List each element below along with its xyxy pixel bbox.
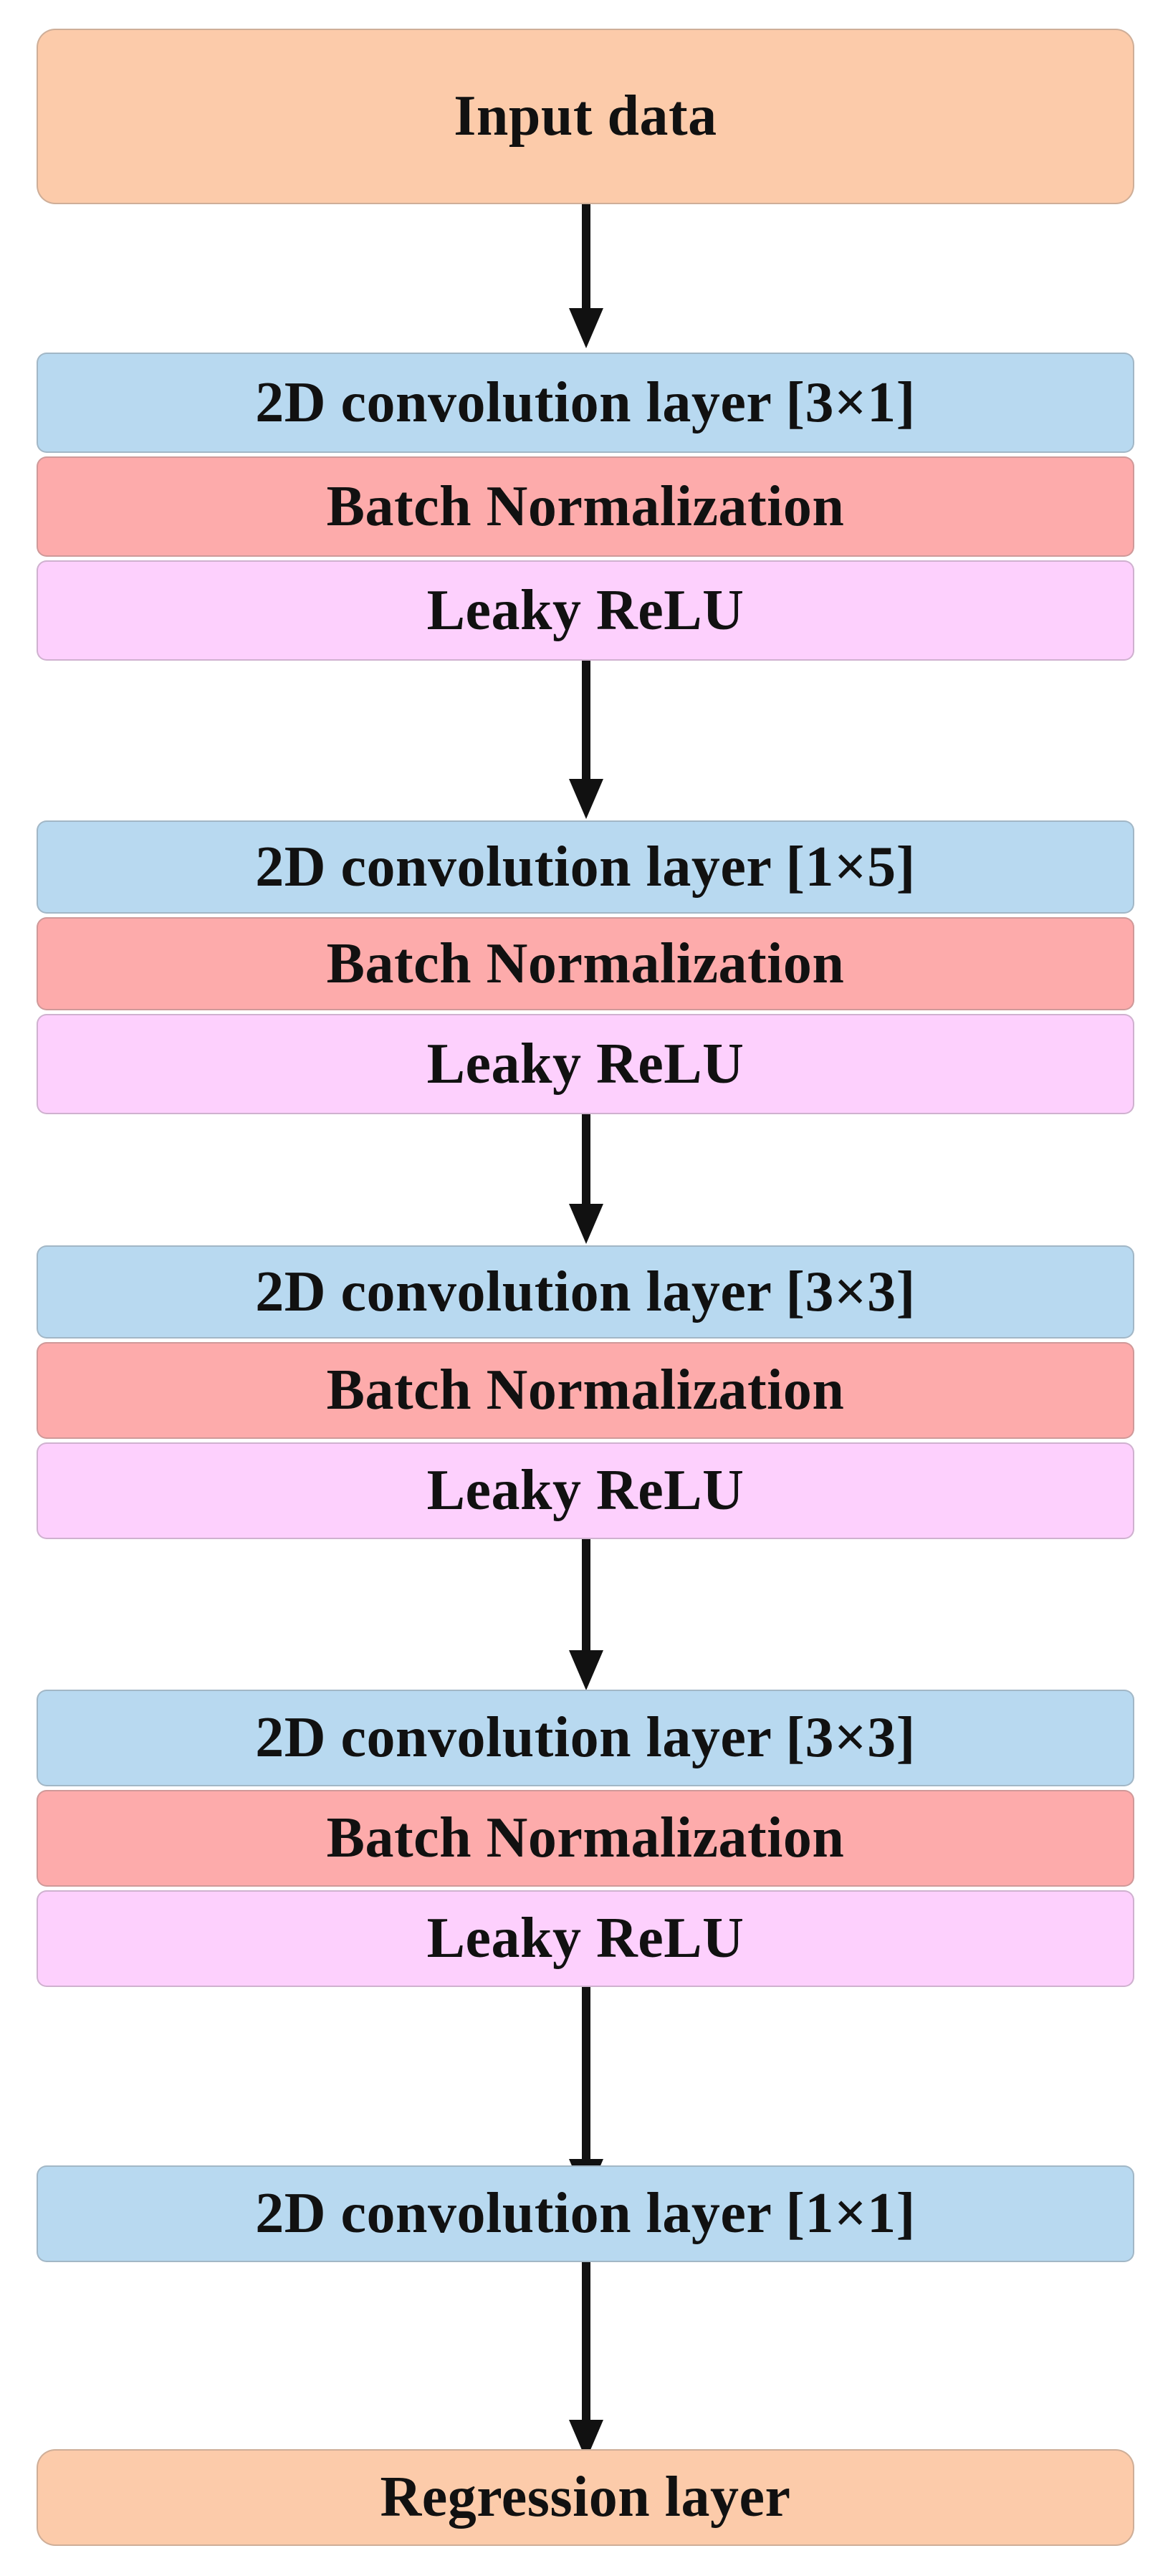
- batch-norm-1: Batch Normalization: [37, 456, 1134, 557]
- conv-layer-3: 2D convolution layer [3×3]: [37, 1245, 1134, 1339]
- regression-layer-node: Regression layer: [37, 2449, 1134, 2546]
- conv-layer-2: 2D convolution layer [1×5]: [37, 820, 1134, 914]
- conv-layer-1: 2D convolution layer [3×1]: [37, 353, 1134, 453]
- leaky-relu-2: Leaky ReLU: [37, 1014, 1134, 1114]
- leaky-relu-3: Leaky ReLU: [37, 1442, 1134, 1539]
- batch-norm-3: Batch Normalization: [37, 1342, 1134, 1439]
- conv-layer-4: 2D convolution layer [3×3]: [37, 1690, 1134, 1786]
- leaky-relu-1: Leaky ReLU: [37, 560, 1134, 661]
- batch-norm-4: Batch Normalization: [37, 1790, 1134, 1887]
- leaky-relu-4: Leaky ReLU: [37, 1890, 1134, 1987]
- batch-norm-2: Batch Normalization: [37, 917, 1134, 1010]
- input-data-node: Input data: [37, 29, 1134, 204]
- conv-layer-final: 2D convolution layer [1×1]: [37, 2165, 1134, 2262]
